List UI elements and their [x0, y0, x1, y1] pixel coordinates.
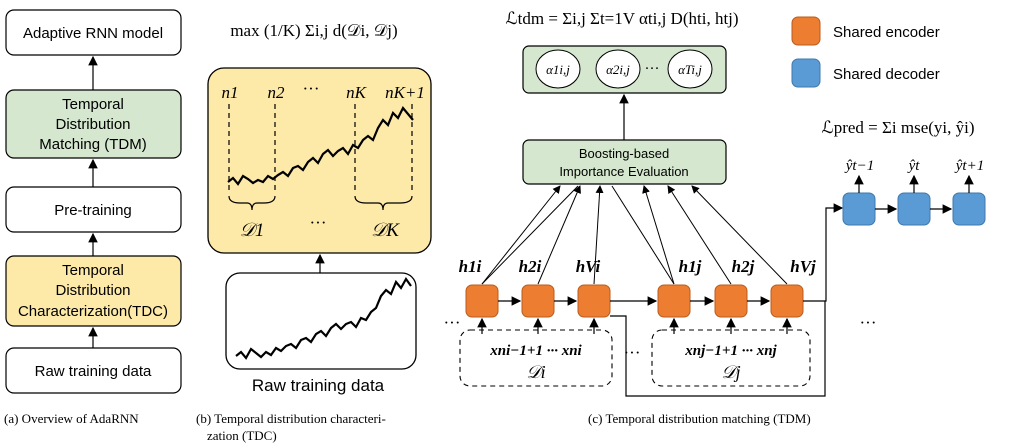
legend-decoder-swatch: [791, 58, 821, 88]
box-tdm-line3: Matching (TDM): [39, 136, 147, 153]
legend-encoder-swatch: [791, 16, 821, 46]
output-label-t: ŷt: [907, 158, 921, 174]
box-adaptive-rnn: [5, 9, 182, 56]
hidden-label-h1j: h1j: [679, 257, 702, 276]
box-tdm-line2: Distribution: [55, 116, 130, 133]
legend-encoder-label: Shared encoder: [833, 24, 940, 41]
raw-data-panel: [225, 272, 417, 370]
hidden-label-h1i: h1i: [459, 257, 482, 276]
raw-series-line: [235, 276, 412, 360]
alpha-node-t: [667, 49, 713, 89]
arrow-h2j-boost: [667, 185, 732, 285]
decoder-node-2: [897, 192, 931, 226]
brace-d1: [228, 195, 276, 211]
tdc-objective: max (1/K) Σi,j d(𝒟i, 𝒟j): [230, 21, 397, 40]
tdc-series-line: [227, 106, 414, 186]
boosting-box: [522, 139, 727, 185]
output-label-t-1: ŷt−1: [844, 158, 874, 174]
legend: Shared encoder Shared decoder: [791, 16, 940, 88]
loss-tdm: ℒtdm = Σi,j Σt=1V αti,j D(hti, htj): [505, 9, 738, 28]
alpha-node-1: [535, 49, 581, 89]
alpha-label-dots: ···: [645, 61, 660, 77]
line-h1j-cross: [611, 185, 675, 285]
box-tdm-line1: Temporal: [62, 96, 124, 113]
split-label-n1: n1: [222, 83, 239, 102]
decoder-node-3: [952, 192, 986, 226]
brace-dk: [354, 195, 413, 211]
domain-label-i: 𝒟i: [526, 362, 545, 382]
ellipsis-middle: ···: [624, 343, 641, 362]
encoder-node-h2j: [714, 284, 748, 318]
box-tdc-line1: Temporal: [62, 262, 124, 279]
boosting-line1: Boosting-based: [579, 146, 669, 161]
input-arrows: [477, 317, 792, 334]
hidden-label-h2i: h2i: [519, 257, 542, 276]
loss-pred: ℒpred = Σi mse(yi, ŷi): [821, 118, 974, 137]
split-label-nk: nK: [346, 83, 368, 102]
hidden-label-h2j: h2j: [732, 257, 755, 276]
output-label-t1: ŷt+1: [954, 158, 984, 174]
box-tdc-line3: Characterization(TDC): [18, 303, 168, 320]
box-tdc-line2: Distribution: [55, 282, 130, 299]
arrow-h1j-boost: [642, 185, 675, 285]
split-label-nk1: nK+1: [385, 83, 425, 102]
segment-label-d1: 𝒟1: [240, 220, 265, 241]
caption-a: (a) Overview of AdaRNN: [4, 411, 139, 426]
alpha-label-1: α1i,j: [546, 62, 570, 77]
caption-b-line2: zation (TDC): [207, 428, 277, 443]
segment-label-dk: 𝒟K: [371, 220, 400, 241]
arrow-h1i-boost: [481, 185, 561, 285]
encoder-node-hvj: [770, 284, 804, 318]
encoder-nodes: [465, 284, 804, 318]
legend-decoder-label: Shared decoder: [833, 66, 940, 83]
arrow-hvi-boost: [593, 185, 604, 285]
domain-label-j: 𝒟j: [721, 362, 740, 382]
raw-data-label: Raw training data: [252, 376, 385, 395]
ellipsis-left: ···: [444, 313, 461, 332]
input-box-i: [459, 329, 613, 387]
input-label-i: xni−1+1 ··· xni: [489, 343, 582, 359]
box-pretraining-label: Pre-training: [54, 202, 132, 219]
panel-a: Adaptive RNN model Temporal Distribution…: [4, 9, 182, 426]
route-segment-i-to-j: [610, 301, 826, 397]
line-h1i-cross: [481, 185, 579, 285]
decoder-nodes: [842, 192, 986, 226]
segment-label-dots: ···: [310, 213, 327, 232]
boosting-line2: Importance Evaluation: [559, 164, 688, 179]
caption-b-line1: (b) Temporal distribution characteri-: [196, 411, 386, 426]
arrow-h2i-boost: [537, 185, 581, 285]
encoder-node-h1i: [465, 284, 499, 318]
split-label-dots: ···: [303, 79, 320, 98]
hidden-to-boost-arrows: [481, 185, 788, 285]
decoder-node-1: [842, 192, 876, 226]
input-label-j: xnj−1+1 ··· xnj: [684, 343, 777, 359]
box-adaptive-rnn-label: Adaptive RNN model: [23, 25, 163, 42]
hidden-label-hvj: hVj: [790, 257, 816, 276]
alpha-label-t: αTi,j: [678, 62, 702, 77]
ellipsis-right: ···: [860, 313, 877, 332]
input-box-j: [651, 329, 811, 387]
panel-c: ℒtdm = Σi,j Σt=1V αti,j D(hti, htj) α1i,…: [444, 9, 986, 426]
alpha-node-2: [595, 49, 641, 89]
alpha-label-2: α2i,j: [606, 62, 630, 77]
panel-b: max (1/K) Σi,j d(𝒟i, 𝒟j) n1 n2 ··· nK nK…: [196, 21, 432, 443]
box-raw-data-label: Raw training data: [35, 363, 152, 380]
encoder-node-hvi: [577, 284, 611, 318]
route-encoder-to-decoder: [803, 203, 844, 302]
encoder-node-h1j: [657, 284, 691, 318]
decoder-arrows: [854, 174, 974, 214]
arrow-hvj-boost: [691, 185, 788, 285]
caption-c: (c) Temporal distribution matching (TDM): [588, 411, 811, 426]
hidden-label-hvi: hVi: [576, 257, 601, 276]
encoder-node-h2i: [521, 284, 555, 318]
split-label-n2: n2: [268, 83, 286, 102]
